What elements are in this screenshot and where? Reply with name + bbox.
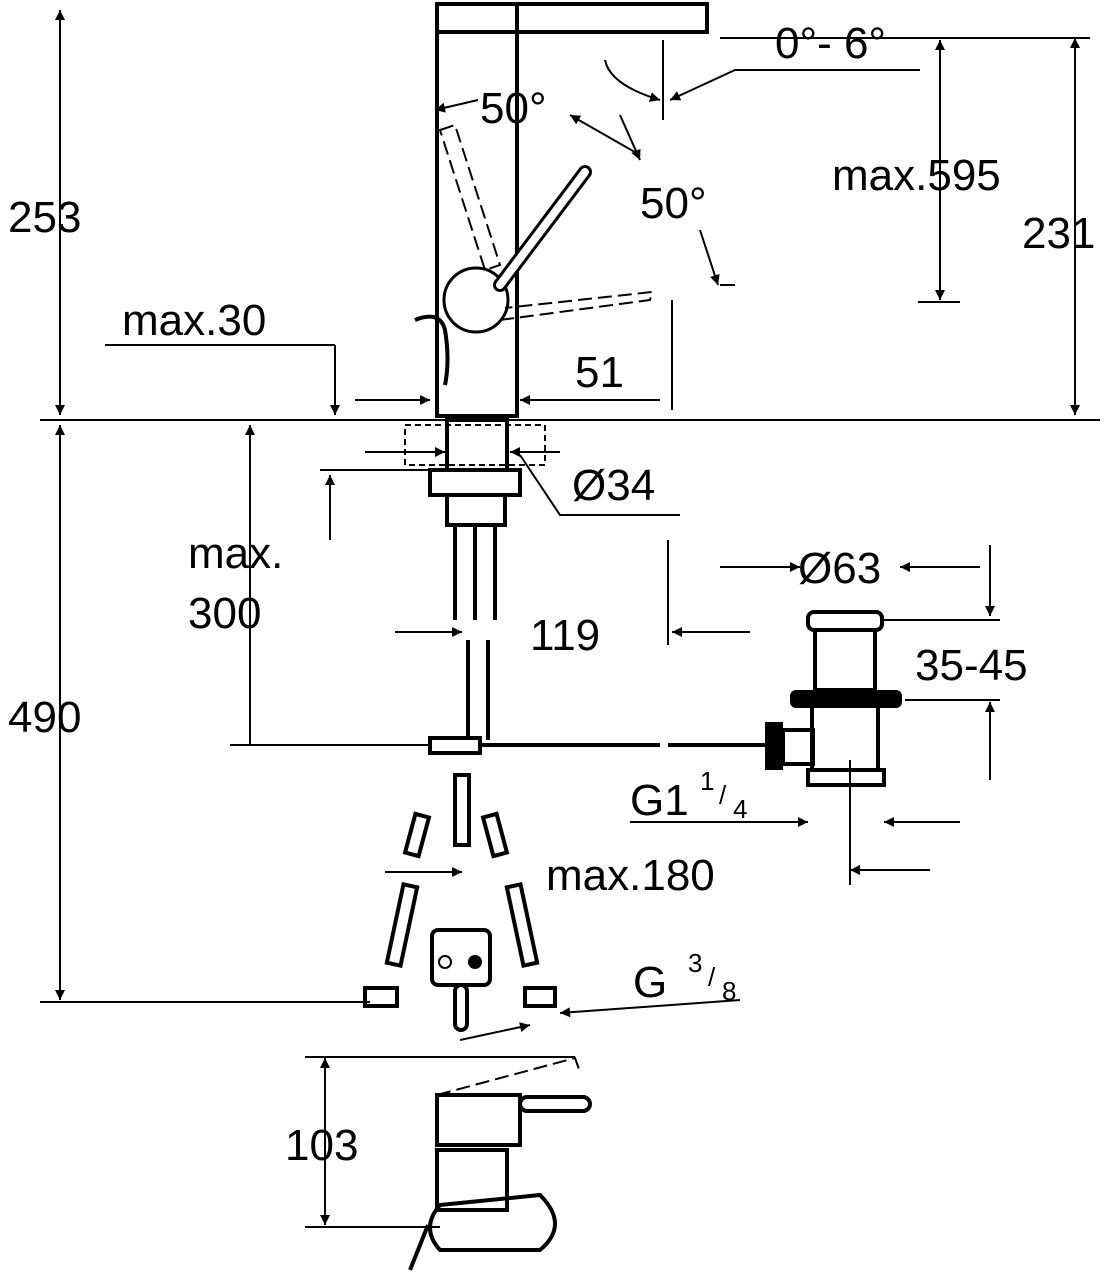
mounting-assembly: [363, 418, 765, 1032]
label-max-595: max.595: [832, 151, 1001, 200]
label-lever-angle-right: 50°: [640, 179, 707, 228]
label-thread-g1-den: 4: [733, 794, 747, 824]
dimension-labels: 0°- 6° 50° 50° max.595 253 231 max.30 51…: [8, 19, 1095, 1170]
label-max-30: max.30: [122, 296, 266, 345]
label-max-180: max.180: [546, 851, 715, 900]
label-range-35-45: 35-45: [915, 641, 1028, 690]
label-max-300-line1: max.: [188, 529, 283, 578]
pop-up-waste: [765, 610, 902, 787]
label-dia-63: Ø63: [798, 544, 881, 593]
dimension-lines: [40, 9, 1090, 1228]
label-thread-g1-num: 1: [700, 766, 714, 796]
label-height-253: 253: [8, 193, 81, 242]
label-height-103: 103: [285, 1121, 358, 1170]
label-height-231: 231: [1022, 209, 1095, 258]
label-thread-g: G: [633, 958, 667, 1007]
label-dia-34: Ø34: [572, 461, 655, 510]
faucet-body: [414, 2, 709, 418]
label-dist-119: 119: [530, 611, 600, 660]
label-thread-g1: G1: [630, 776, 689, 825]
label-thread-g-num: 3: [688, 948, 702, 978]
label-thread-g-den: 8: [722, 976, 736, 1006]
label-height-490: 490: [8, 693, 81, 742]
fraction-slash: /: [719, 780, 727, 810]
label-tilt-angle: 0°- 6°: [775, 19, 886, 68]
label-lever-angle-left: 50°: [480, 84, 547, 133]
side-view: [408, 1056, 592, 1271]
fraction-slash: /: [708, 962, 716, 992]
label-width-51: 51: [575, 348, 624, 397]
label-max-300-line2: 300: [188, 589, 261, 638]
